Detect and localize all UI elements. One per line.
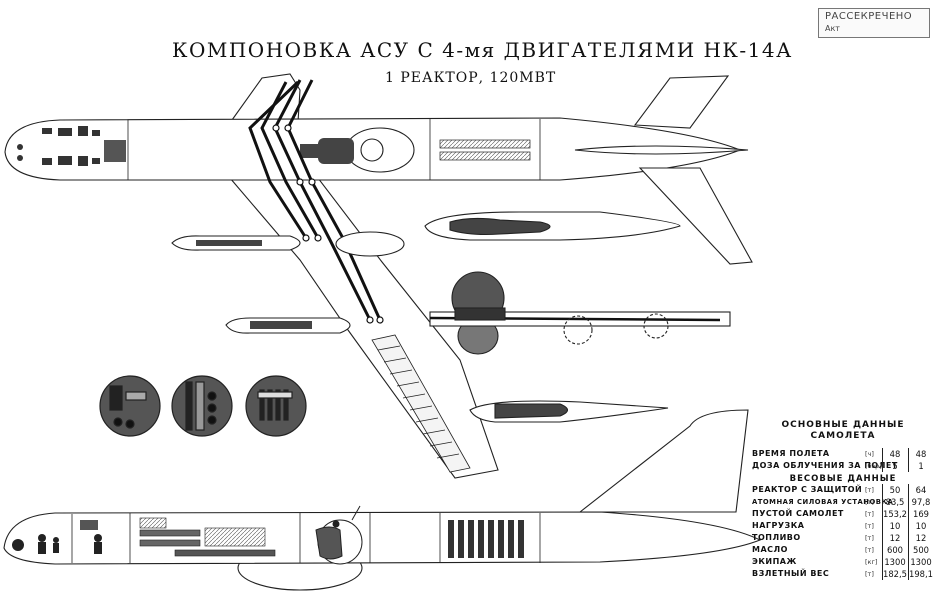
drawing-subtitle: 1 РЕАКТОР, 120МВТ xyxy=(385,70,557,86)
table-row: ПУСТОЙ САМОЛЕТ [т] 153,2 169 xyxy=(752,508,934,520)
stamp-line-2: Акт xyxy=(825,24,840,33)
engine-side-detail-top xyxy=(424,211,681,241)
fuselage-racks xyxy=(439,139,531,161)
declassified-stamp: РАССЕКРЕЧЕНО Акт xyxy=(818,8,930,38)
engine-side-detail-bottom xyxy=(469,400,669,423)
cargo-racks xyxy=(448,520,524,558)
table-row: ТОПЛИВО [т] 12 12 xyxy=(752,532,934,544)
cross-section-3 xyxy=(245,375,307,437)
side-view xyxy=(3,409,762,591)
engine-nacelle-outer xyxy=(171,231,405,257)
top-view xyxy=(4,73,753,479)
table-row: МАСЛО [т] 600 500 xyxy=(752,544,934,556)
crew-figures xyxy=(12,520,102,554)
cockpit-equipment xyxy=(17,126,126,166)
aircraft-data-table: ОСНОВНЫЕ ДАННЫЕ САМОЛЕТА ВРЕМЯ ПОЛЕТА [ч… xyxy=(752,420,934,580)
table-row: РЕАКТОР С ЗАЩИТОЙ [т] 50 64 xyxy=(752,484,934,496)
table-title-line-2: САМОЛЕТА xyxy=(810,431,876,441)
reactor-plumbing xyxy=(300,138,354,164)
table-row: НАГРУЗКА [т] 10 10 xyxy=(752,520,934,532)
cross-section-2 xyxy=(171,375,233,437)
horizontal-tail-lower xyxy=(638,167,753,265)
table-row: ВЗЛЕТНЫЙ ВЕС [т] 182,5 198,1 xyxy=(752,568,933,580)
side-fuselage xyxy=(3,511,762,565)
table-row: АТОМНАЯ СИЛОВАЯ УСТАНОВКА [т] 83,5 97,8 xyxy=(752,496,934,508)
engine-nacelle-inner xyxy=(225,317,351,334)
cross-section-1 xyxy=(99,375,161,437)
fuselage-cross-sections xyxy=(99,375,307,437)
table-row: ДОЗА ОБЛУЧЕНИЯ ЗА ПОЛЕТ [бэр] 5 1 xyxy=(752,460,934,472)
reactor-side xyxy=(315,505,363,565)
horizontal-tail-upper xyxy=(633,75,730,129)
table-row: ВРЕМЯ ПОЛЕТА [ч] 48 48 xyxy=(752,448,934,460)
pipe-junctions xyxy=(272,124,384,324)
reactor-core-top xyxy=(360,138,384,162)
table-title-line-1: ОСНОВНЫЕ ДАННЫЕ xyxy=(781,420,905,430)
stamp-line-1: РАССЕКРЕЧЕНО xyxy=(825,11,913,22)
vertical-tail xyxy=(578,409,749,513)
table-row: ЭКИПАЖ [кг] 1300 1300 xyxy=(752,556,932,568)
reactor-section-view xyxy=(429,271,731,355)
wing-flap-segments xyxy=(371,334,471,473)
tail-fairing xyxy=(574,145,749,155)
weight-data-header: ВЕСОВЫЕ ДАННЫЕ xyxy=(789,474,897,484)
side-equipment-racks xyxy=(139,517,276,557)
drawing-title: КОМПОНОВКА АСУ С 4-мя ДВИГАТЕЛЯМИ НК-14А xyxy=(172,38,793,62)
